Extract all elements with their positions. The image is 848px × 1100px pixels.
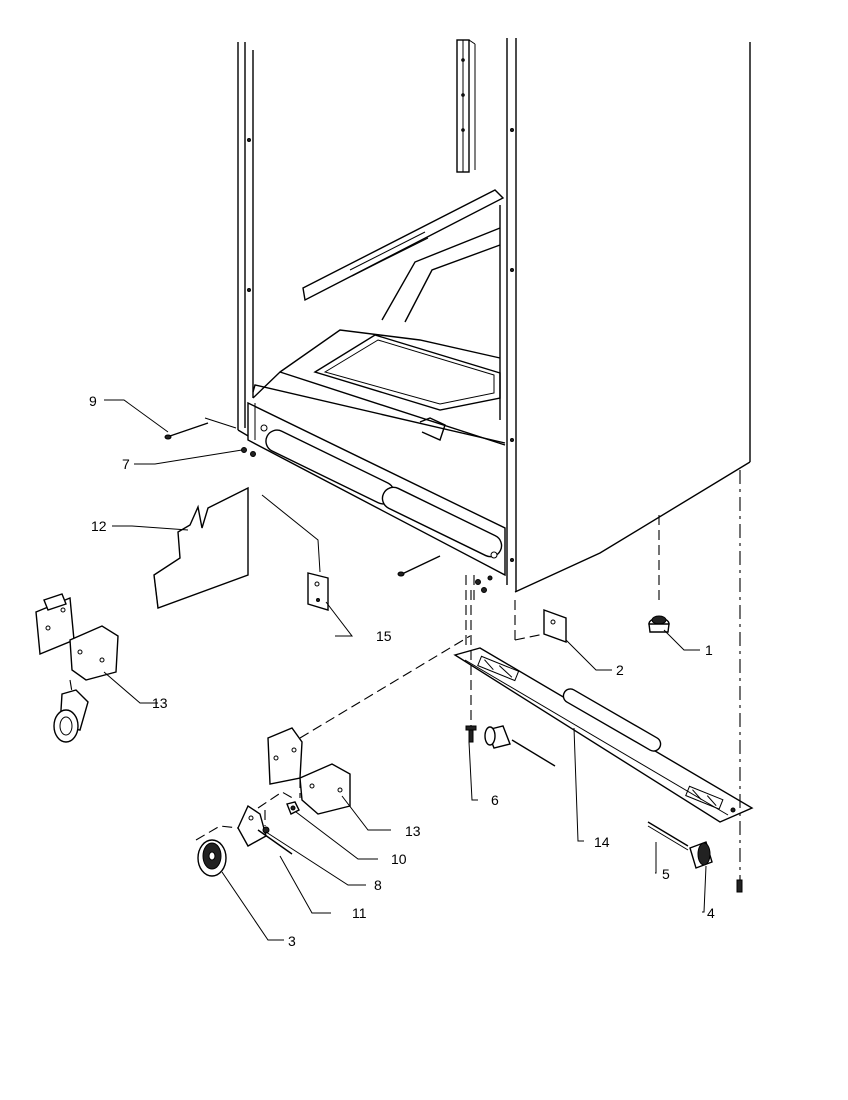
leader-lines bbox=[103, 399, 707, 941]
screw-right bbox=[736, 470, 743, 893]
stile-holes bbox=[247, 58, 514, 562]
cabinet bbox=[237, 38, 751, 593]
callout-13-left: 13 bbox=[152, 695, 168, 711]
kick-panel bbox=[247, 401, 506, 577]
roller-left bbox=[484, 725, 556, 767]
callout-13-center: 13 bbox=[405, 823, 421, 839]
callout-14: 14 bbox=[594, 834, 610, 850]
callouts: 1 2 3 4 5 6 7 8 9 10 11 12 13 13 14 15 bbox=[89, 393, 715, 949]
bottom-rail bbox=[453, 647, 754, 823]
panel-screws bbox=[397, 555, 493, 650]
insulation-block bbox=[153, 486, 249, 609]
caster-bracket-center bbox=[267, 635, 471, 815]
callout-4: 4 bbox=[707, 905, 715, 921]
callout-12: 12 bbox=[91, 518, 107, 534]
callout-3: 3 bbox=[288, 933, 296, 949]
callout-1: 1 bbox=[705, 642, 713, 658]
callout-11: 11 bbox=[352, 905, 367, 921]
screw-6 bbox=[465, 590, 477, 743]
callout-15: 15 bbox=[376, 628, 392, 644]
plate-15 bbox=[261, 494, 329, 611]
callout-6: 6 bbox=[491, 792, 499, 808]
plate-2 bbox=[514, 600, 567, 643]
callout-2: 2 bbox=[616, 662, 624, 678]
washers-7 bbox=[241, 447, 256, 457]
leveling-leg bbox=[648, 515, 670, 633]
caster-assembly bbox=[195, 791, 300, 877]
callout-5: 5 bbox=[662, 866, 670, 882]
caster-bracket-left bbox=[35, 593, 119, 743]
callout-10: 10 bbox=[391, 851, 407, 867]
roller-right bbox=[647, 821, 713, 869]
callout-9: 9 bbox=[89, 393, 97, 409]
screw-9 bbox=[164, 417, 237, 440]
callout-8: 8 bbox=[374, 877, 382, 893]
callout-7: 7 bbox=[122, 456, 130, 472]
